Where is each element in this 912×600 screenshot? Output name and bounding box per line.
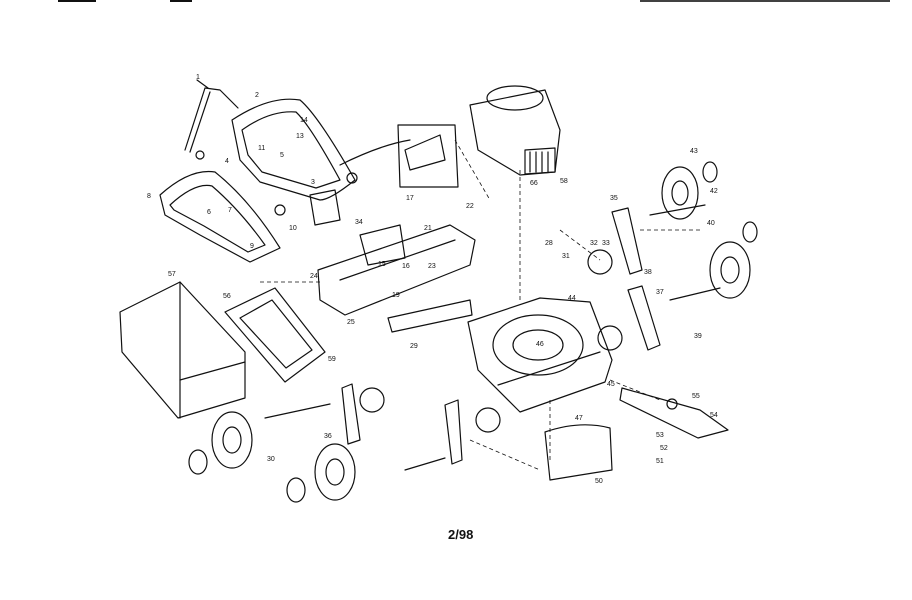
part-callout-30: 30 — [267, 456, 275, 463]
part-callout-21: 21 — [424, 225, 432, 232]
part-callout-37: 37 — [656, 289, 664, 296]
part-callout-8: 8 — [147, 193, 151, 200]
control-cable — [339, 139, 411, 166]
part-callout-10: 10 — [289, 225, 297, 232]
axle — [264, 403, 331, 419]
part-callout-29: 29 — [410, 343, 418, 350]
part-callout-9: 9 — [250, 243, 254, 250]
handle-frame — [231, 98, 356, 201]
height-cam — [597, 325, 623, 351]
part-callout-34: 34 — [355, 219, 363, 226]
rear-frame — [317, 224, 476, 333]
part-callout-33: 33 — [602, 240, 610, 247]
control-box — [397, 124, 459, 188]
part-callout-46: 46 — [536, 341, 544, 348]
part-callout-7: 7 — [228, 207, 232, 214]
control-lever — [404, 134, 446, 171]
part-callout-51: 51 — [656, 458, 664, 465]
handle-knob — [346, 172, 358, 184]
part-callout-56: 56 — [223, 293, 231, 300]
part-callout-32: 32 — [590, 240, 598, 247]
part-callout-45: 45 — [607, 381, 615, 388]
part-callout-2: 2 — [255, 92, 259, 99]
part-callout-55: 55 — [692, 393, 700, 400]
height-adjuster — [627, 285, 661, 351]
part-callout-50: 50 — [595, 478, 603, 485]
part-callout-35: 35 — [610, 195, 618, 202]
wheel-front-right-top — [661, 166, 699, 220]
wheel-rear-left — [211, 411, 253, 469]
part-callout-3: 3 — [311, 179, 315, 186]
part-callout-44: 44 — [568, 295, 576, 302]
height-adjuster — [341, 383, 361, 445]
part-callout-4: 4 — [225, 158, 229, 165]
part-callout-23: 23 — [428, 263, 436, 270]
height-adjuster — [444, 399, 463, 465]
part-callout-42: 42 — [710, 188, 718, 195]
part-callout-53: 53 — [656, 432, 664, 439]
part-callout-59: 59 — [328, 356, 336, 363]
page-number: 2/98 — [448, 527, 474, 542]
part-callout-13: 13 — [296, 133, 304, 140]
part-callout-43: 43 — [690, 148, 698, 155]
wheel-rear-center — [314, 443, 356, 501]
axle — [669, 287, 721, 301]
bag-frame — [224, 287, 326, 383]
cropped-header-fragment — [170, 0, 192, 2]
part-callout-16: 16 — [402, 263, 410, 270]
part-callout-11: 11 — [258, 145, 265, 152]
assembly-guide-lines — [260, 139, 700, 471]
hub-cap — [742, 221, 758, 243]
part-callout-36: 36 — [324, 433, 332, 440]
axle — [649, 204, 706, 216]
part-callout-25: 25 — [347, 319, 355, 326]
part-callout-15: 15 — [378, 261, 386, 268]
grass-bag — [119, 281, 246, 419]
height-cam — [587, 249, 613, 275]
handle-knob — [195, 150, 205, 160]
part-callout-6: 6 — [207, 209, 211, 216]
part-callout-28: 28 — [545, 240, 553, 247]
part-callout-47: 47 — [575, 415, 583, 422]
cropped-header-fragment — [58, 0, 96, 2]
part-callout-22: 22 — [466, 203, 474, 210]
mower-deck — [467, 297, 613, 413]
handle-knob — [274, 204, 286, 216]
hub-cap — [188, 449, 208, 475]
rear-flap — [544, 424, 613, 481]
axle — [404, 457, 446, 471]
part-callout-52: 52 — [660, 445, 668, 452]
upper-handle — [184, 79, 239, 153]
hub-cap — [286, 477, 306, 503]
part-callout-17: 17 — [406, 195, 414, 202]
part-callout-14: 14 — [300, 117, 308, 124]
part-callout-54: 54 — [710, 412, 718, 419]
part-callout-57: 57 — [168, 271, 176, 278]
part-callout-1: 1 — [196, 74, 200, 81]
part-callout-40: 40 — [707, 220, 715, 227]
part-callout-58: 58 — [560, 178, 568, 185]
engine — [469, 85, 561, 176]
part-callout-31: 31 — [562, 253, 570, 260]
height-adjuster — [611, 207, 643, 275]
part-callout-5: 5 — [280, 152, 284, 159]
handle-bracket — [309, 189, 341, 226]
wheel-front-right — [709, 241, 751, 299]
part-callout-38: 38 — [644, 269, 652, 276]
height-cam — [475, 407, 501, 433]
hub-cap — [702, 161, 718, 183]
part-callout-24: 24 — [310, 273, 318, 280]
blade — [619, 387, 729, 439]
part-callout-39: 39 — [694, 333, 702, 340]
lower-handle — [159, 170, 281, 263]
cropped-header-fragment — [640, 0, 890, 2]
height-bracket — [359, 224, 406, 266]
part-callout-19: 19 — [392, 292, 400, 299]
part-callout-66: 66 — [530, 180, 538, 187]
height-cam — [359, 387, 385, 413]
